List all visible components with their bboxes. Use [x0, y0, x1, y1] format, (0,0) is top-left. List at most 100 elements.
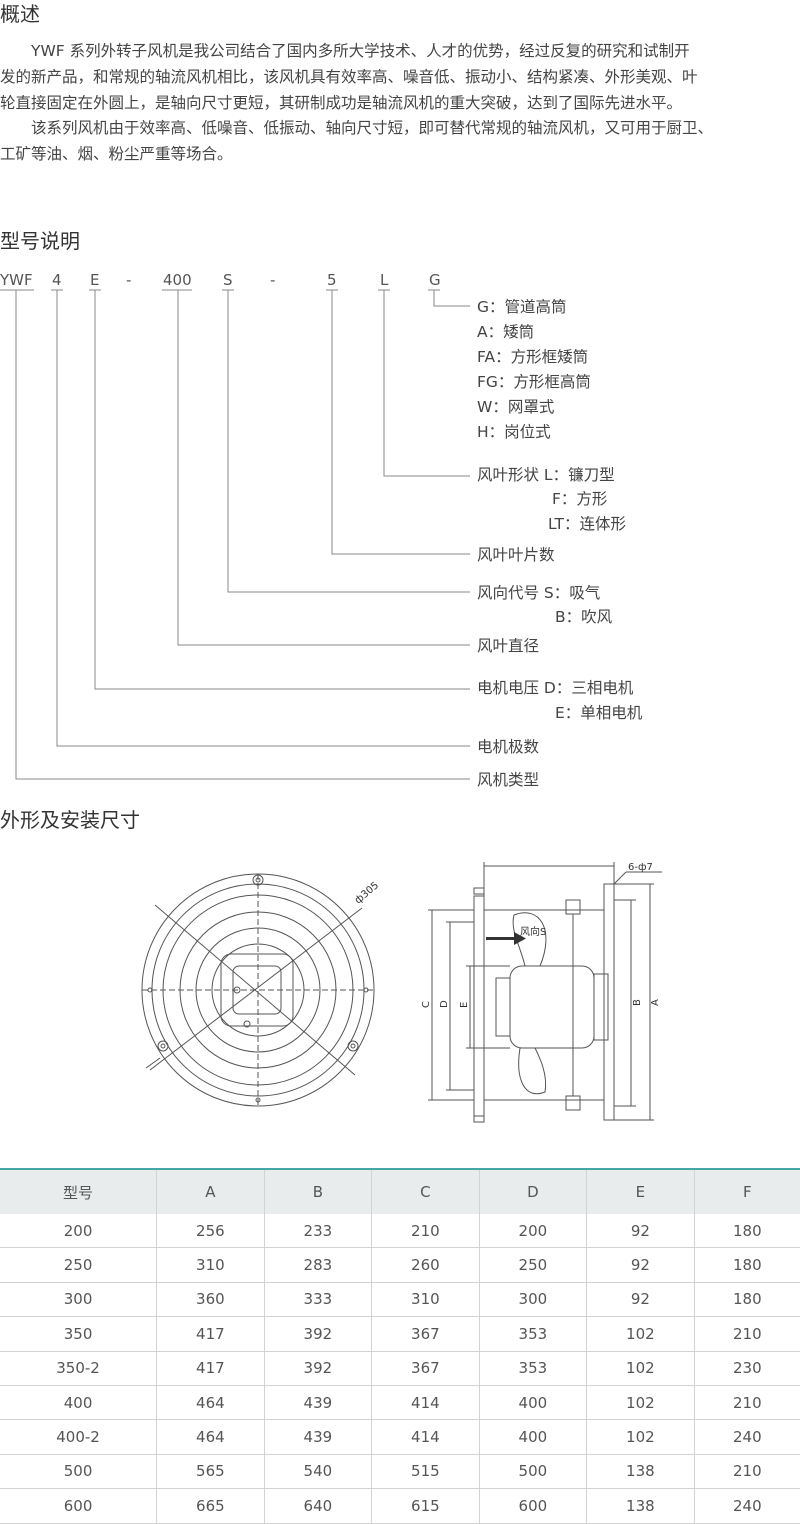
table-cell: 310 [371, 1282, 480, 1318]
label-voltage: 电机电压 D：三相电机 [477, 679, 634, 697]
code-l: L [380, 271, 389, 289]
table-cell: 102 [586, 1316, 695, 1352]
header-model: 型号 [0, 1168, 158, 1214]
label-blade-f: F：方形 [552, 490, 608, 508]
dim-c-label: C [421, 1001, 432, 1008]
code-s: S [223, 271, 233, 289]
table-cell: 400 [479, 1419, 588, 1455]
code-dash-1: - [126, 271, 132, 289]
header-c: C [371, 1168, 480, 1214]
overview-title: 概述 [0, 2, 40, 26]
table-cell: 102 [586, 1351, 695, 1386]
table-cell: 392 [264, 1351, 373, 1386]
table-cell: 353 [479, 1351, 588, 1386]
overview-line-5: 工矿等油、烟、粉尘严重等场合。 [0, 145, 233, 163]
table-cell: 210 [694, 1454, 800, 1490]
table-cell: 350-2 [0, 1351, 158, 1386]
table-cell: 400 [0, 1385, 158, 1421]
code-400: 400 [163, 271, 192, 289]
table-cell: 464 [156, 1419, 265, 1455]
code-ywf: YWF [0, 271, 33, 289]
label-voltage-e: E：单相电机 [555, 704, 643, 722]
table-cell: 565 [156, 1454, 265, 1490]
label-wind-dir: 风向代号 S：吸气 [477, 584, 601, 602]
phi-label: ф305 [353, 880, 381, 906]
wind-direction-label: 风向S [520, 925, 546, 938]
table-cell: 230 [694, 1351, 800, 1386]
table-cell: 600 [0, 1488, 158, 1524]
table-cell: 283 [264, 1247, 373, 1283]
header-d: D [479, 1168, 588, 1214]
table-cell: 300 [479, 1282, 588, 1318]
dims-title: 外形及安装尺寸 [0, 808, 140, 832]
table-cell: 180 [694, 1282, 800, 1318]
table-cell: 640 [264, 1488, 373, 1524]
model-leader-lines [0, 289, 470, 780]
table-cell: 439 [264, 1419, 373, 1455]
label-wind-b: B：吹风 [555, 608, 613, 626]
label-a: A：矮筒 [477, 323, 535, 341]
label-diameter: 风叶直径 [477, 637, 540, 655]
table-cell: 515 [371, 1454, 480, 1490]
model-title: 型号说明 [0, 229, 80, 253]
header-b: B [264, 1168, 373, 1214]
table-cell: 417 [156, 1351, 265, 1386]
overview-line-1: YWF 系列外转子风机是我公司结合了国内多所大学技术、人才的优势，经过反复的研究… [0, 42, 690, 60]
code-e: E [90, 271, 100, 289]
header-a: A [156, 1168, 265, 1214]
table-cell: 240 [694, 1419, 800, 1455]
table-cell: 233 [264, 1214, 373, 1249]
table-header-row: 型号 A B C D E F [0, 1168, 800, 1214]
table-cell: 200 [0, 1214, 158, 1249]
table-cell: 180 [694, 1214, 800, 1249]
table-cell: 210 [694, 1316, 800, 1352]
code-g: G [429, 271, 441, 289]
table-cell: 210 [694, 1385, 800, 1421]
table-cell: 600 [479, 1488, 588, 1524]
table-cell: 417 [156, 1316, 265, 1352]
table-cell: 333 [264, 1282, 373, 1318]
dim-e-label: E [459, 1002, 470, 1008]
table-cell: 210 [371, 1214, 480, 1249]
label-fa: FA：方形框矮筒 [477, 348, 589, 366]
table-cell: 138 [586, 1488, 695, 1524]
table-cell: 414 [371, 1385, 480, 1421]
table-cell: 256 [156, 1214, 265, 1249]
table-cell: 500 [479, 1454, 588, 1490]
table-cell: 240 [694, 1488, 800, 1524]
table-cell: 500 [0, 1454, 158, 1490]
code-5: 5 [327, 271, 337, 289]
table-cell: 353 [479, 1316, 588, 1352]
holes-label: 6-ф7 [628, 862, 653, 873]
label-w: W：网罩式 [477, 398, 555, 416]
code-dash-2: - [270, 271, 276, 289]
table-cell: 400 [479, 1385, 588, 1421]
table-cell: 439 [264, 1385, 373, 1421]
overview-line-2: 发的新产品，和常规的轴流风机相比，该风机具有效率高、噪音低、振动小、结构紧凑、外… [0, 68, 698, 86]
label-blade-shape: 风叶形状 L：镰刀型 [477, 466, 615, 484]
table-cell: 138 [586, 1454, 695, 1490]
table-cell: 464 [156, 1385, 265, 1421]
dim-b-label: B [632, 999, 643, 1006]
table-cell: 92 [586, 1247, 695, 1283]
table-cell: 400-2 [0, 1419, 158, 1455]
label-fan-type: 风机类型 [477, 771, 540, 789]
table-cell: 350 [0, 1316, 158, 1352]
header-e: E [586, 1168, 695, 1214]
table-cell: 102 [586, 1385, 695, 1421]
table-cell: 367 [371, 1316, 480, 1352]
table-cell: 92 [586, 1214, 695, 1249]
table-cell: 360 [156, 1282, 265, 1318]
label-poles: 电机极数 [477, 738, 540, 756]
table-cell: 300 [0, 1282, 158, 1318]
table-cell: 392 [264, 1316, 373, 1352]
code-4: 4 [52, 271, 62, 289]
